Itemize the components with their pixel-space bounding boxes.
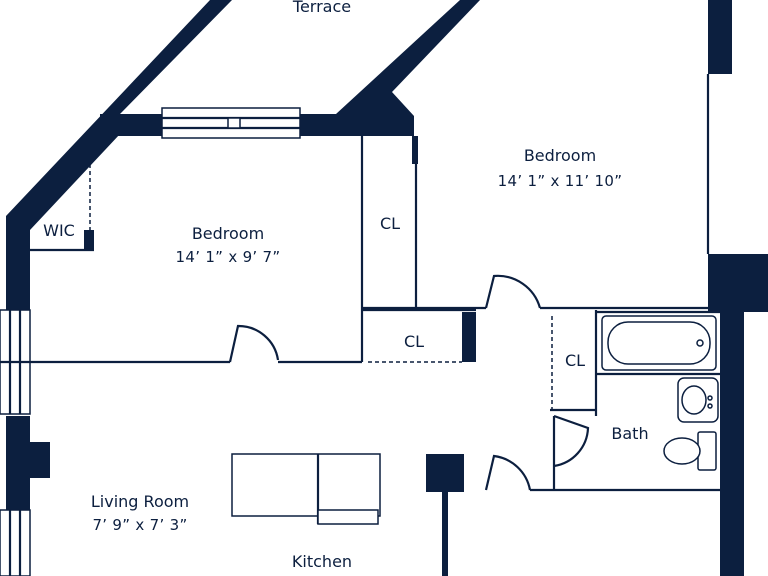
wall-top-right-stub bbox=[708, 0, 732, 74]
exterior-walls bbox=[6, 0, 768, 576]
wall-left-lower bbox=[6, 416, 30, 512]
closet-middle-label: CL bbox=[404, 332, 424, 351]
window-left-lower bbox=[0, 509, 31, 576]
wall-diagonal-left bbox=[6, 0, 232, 312]
dashed-boundaries bbox=[89, 164, 553, 410]
wall-closet-stub bbox=[462, 312, 476, 362]
living-room-label: Living Room bbox=[91, 492, 189, 511]
bedroom-right-label: Bedroom bbox=[524, 146, 596, 165]
bath-label: Bath bbox=[611, 424, 648, 443]
door-bedroom-right bbox=[484, 274, 542, 309]
closet-upper-label: CL bbox=[380, 214, 400, 233]
living-room-dims: 7’ 9” x 7’ 3” bbox=[92, 516, 187, 534]
sink bbox=[677, 377, 719, 423]
door-bath bbox=[553, 414, 590, 468]
bedroom-right-dims: 14’ 1” x 11’ 10” bbox=[498, 172, 623, 190]
wic-label: WIC bbox=[43, 221, 75, 240]
bedroom-left-dims: 14’ 1” x 9’ 7” bbox=[176, 248, 281, 266]
wall-right-block bbox=[708, 254, 768, 576]
bathtub bbox=[601, 315, 717, 371]
door-bedroom-left bbox=[228, 324, 280, 363]
wall-top-left bbox=[100, 114, 162, 136]
toilet bbox=[663, 431, 717, 471]
wall-left-pier bbox=[30, 442, 50, 478]
window-left-upper bbox=[0, 309, 31, 415]
wall-bedroom-divider-stub bbox=[412, 136, 418, 164]
wall-wic-stub bbox=[84, 230, 94, 250]
kitchen-label: Kitchen bbox=[292, 552, 352, 571]
wall-kitchen-pier bbox=[426, 454, 464, 492]
closet-bath-label: CL bbox=[565, 351, 585, 370]
door-kitchen bbox=[484, 454, 532, 491]
terrace-label: Terrace bbox=[292, 0, 351, 16]
room-labels: Terrace Bedroom 14’ 1” x 11’ 10” Bedroom… bbox=[43, 0, 648, 571]
kitchen-counter bbox=[231, 453, 381, 525]
window-top bbox=[161, 107, 301, 139]
bedroom-left-label: Bedroom bbox=[192, 224, 264, 243]
doors bbox=[228, 274, 590, 491]
wall-kitchen-column bbox=[442, 490, 448, 576]
wall-diagonal-right bbox=[336, 0, 480, 136]
